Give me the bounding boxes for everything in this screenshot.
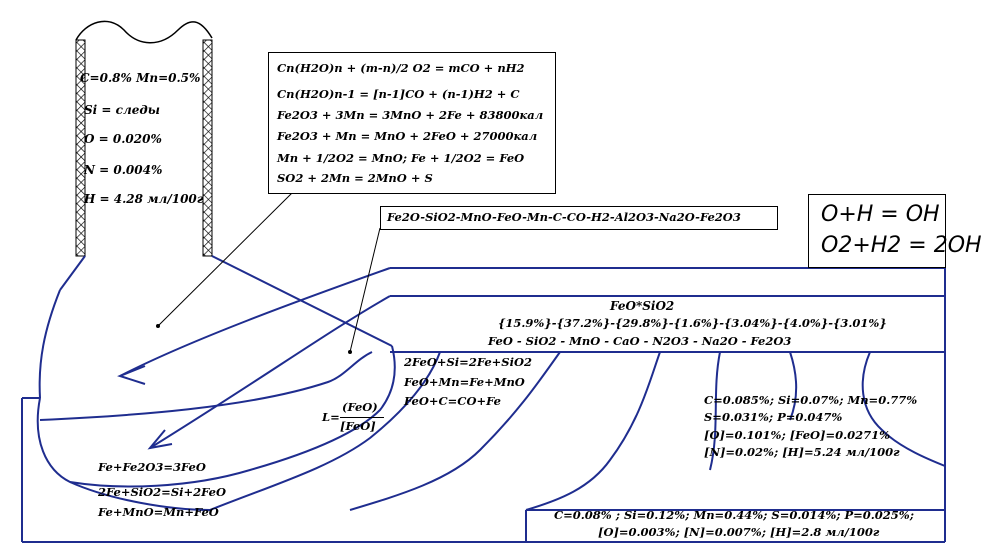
distribution-fraction-bar (340, 417, 384, 418)
metal-reaction-silicon: 2FeO+Si=2Fe+SiO2 (404, 355, 532, 369)
leader-line-pipe (157, 192, 293, 327)
pipe-oxygen: O = 0.020% (84, 132, 162, 146)
metal-reaction-manganese: FeO+Mn=Fe+MnO (404, 375, 525, 389)
final-composition-line-1: C=0.08% ; Si=0.12%; Mn=0.44%; S=0.014%; … (554, 508, 914, 522)
distribution-denominator: [FeO] (340, 419, 376, 433)
slag-title: FeO*SiO2 (610, 299, 675, 313)
mid-composition-line-4: [N]=0.02%; [H]=5.24 мл/100г (704, 445, 900, 459)
diagram-drawing (21, 20, 946, 543)
final-composition-line-2: [O]=0.003%; [N]=0.007%; [H]=2.8 мл/100г (598, 525, 880, 539)
reaction-line-4: Fe2O3 + Mn = MnO + 2FeO + 27000кал (277, 129, 538, 143)
mid-composition-line-2: S=0.031%; P=0.047% (704, 410, 843, 424)
pipe-wall-left (75, 39, 86, 257)
pipe-carbon-manganese: C=0.8% Mn=0.5% (80, 71, 201, 85)
ladle-outline (21, 255, 946, 543)
mid-composition-line-1: C=0.085%; Si=0.07%; Mn=0.77% (704, 393, 918, 407)
reaction-line-5: Mn + 1/2O2 = MnO; Fe + 1/2O2 = FeO (277, 151, 525, 165)
reaction-line-1: Cn(H2O)n + (m-n)/2 O2 = mCO + nH2 (277, 61, 525, 75)
slag-oxides: FeO - SiO2 - MnO - CaO - N2O3 - Na2O - F… (488, 334, 792, 348)
pipe-wall-right (202, 39, 213, 257)
bottom-reaction-2: 2Fe+SiO2=Si+2FeO (98, 485, 226, 499)
hydrogen-box: O+H = OH O2+H2 = 2OH (808, 194, 982, 268)
leader-line-system (349, 227, 381, 353)
metal-reaction-carbon: FeO+C=CO+Fe (404, 394, 501, 408)
distribution-numerator: (FeO) (342, 400, 378, 414)
pipe-nitrogen: N = 0.004% (84, 163, 163, 177)
reaction-line-2: Cn(H2O)n-1 = [n-1]CO + (n-1)H2 + C (277, 87, 520, 101)
mid-composition-line-3: [O]=0.101%; [FeO]=0.0271% (704, 428, 891, 442)
hydrogen-line-1: O+H = OH (821, 202, 940, 227)
bottom-reaction-3: Fe+MnO=Mn+FeO (98, 505, 219, 519)
reaction-line-6: SO2 + 2Mn = 2MnO + S (277, 171, 433, 185)
bottom-reaction-1: Fe+Fe2O3=3FeO (98, 460, 206, 474)
slag-percents: {15.9%}-{37.2%}-{29.8%}-{1.6%}-{3.04%}-{… (498, 316, 887, 330)
pipe-top-wave (75, 20, 213, 44)
system-label-box: Fe2O-SiO2-MnO-FeO-Mn-C-CO-H2-Al2O3-Na2O-… (380, 206, 778, 230)
system-label: Fe2O-SiO2-MnO-FeO-Mn-C-CO-H2-Al2O3-Na2O-… (387, 210, 741, 224)
reactions-box: Cn(H2O)n + (m-n)/2 O2 = mCO + nH2 Cn(H2O… (268, 52, 556, 194)
diagram-canvas: C=0.8% Mn=0.5% Si = следы O = 0.020% N =… (21, 20, 982, 543)
pipe-silicon: Si = следы (84, 103, 160, 117)
hydrogen-line-2: O2+H2 = 2OH (821, 233, 982, 258)
distribution-lhs: L= (322, 410, 340, 424)
reaction-line-3: Fe2O3 + 3Mn = 3MnO + 2Fe + 83800кал (277, 108, 544, 122)
pipe-hydrogen: H = 4.28 мл/100г (84, 192, 204, 206)
